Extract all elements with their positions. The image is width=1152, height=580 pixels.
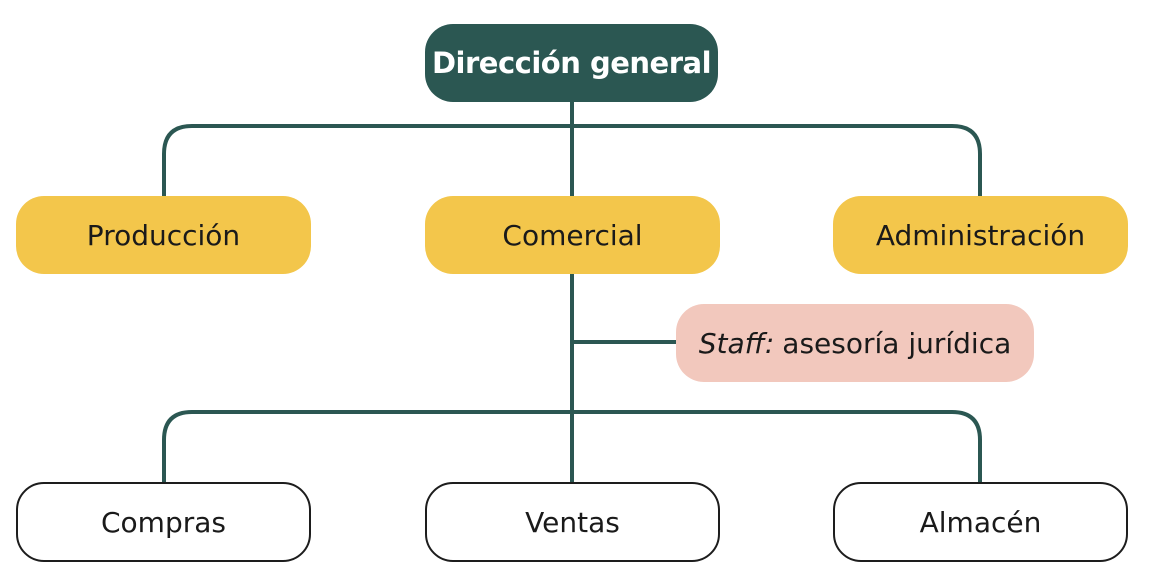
node-almacen-label: Almacén <box>919 505 1042 539</box>
node-ventas-label: Ventas <box>525 505 620 539</box>
node-staff-label: asesoría jurídica <box>782 326 1012 360</box>
node-compras: Compras <box>16 482 311 562</box>
node-compras-label: Compras <box>101 505 226 539</box>
node-staff-prefix: Staff: <box>698 326 775 360</box>
node-staff-asesoria-juridica: Staff: asesoría jurídica <box>676 304 1034 382</box>
node-administracion-label: Administración <box>875 218 1086 252</box>
node-administracion: Administración <box>833 196 1128 274</box>
node-direccion-general: Dirección general <box>425 24 718 102</box>
connector-bottom-bar <box>162 410 982 484</box>
node-produccion-label: Producción <box>86 218 241 252</box>
node-comercial: Comercial <box>425 196 720 274</box>
node-ventas: Ventas <box>425 482 720 562</box>
node-direccion-general-label: Dirección general <box>431 46 712 80</box>
node-comercial-label: Comercial <box>502 218 643 252</box>
node-almacen: Almacén <box>833 482 1128 562</box>
connector-top-bar <box>162 124 982 198</box>
node-produccion: Producción <box>16 196 311 274</box>
